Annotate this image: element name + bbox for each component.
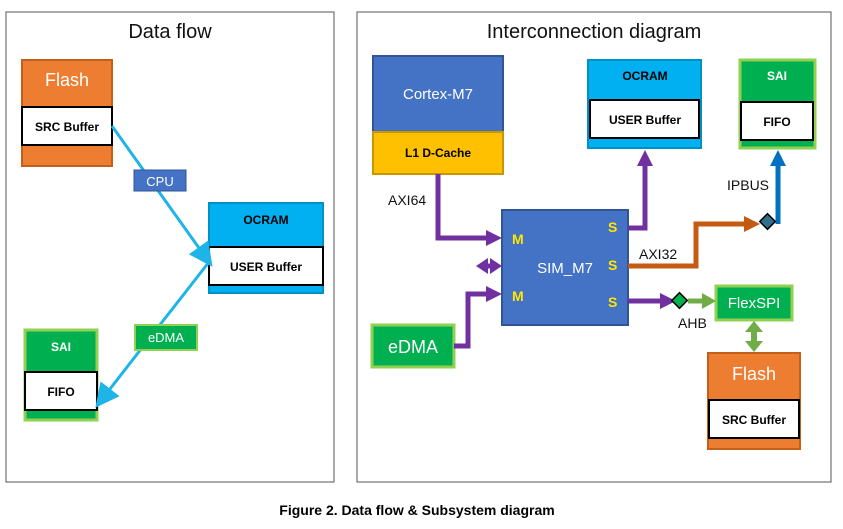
df-cpu-label: CPU bbox=[146, 174, 173, 189]
ic-edma-label: eDMA bbox=[388, 337, 438, 357]
edma-sim-arrow bbox=[454, 286, 502, 349]
ahb-flexspi-arrow bbox=[688, 293, 716, 309]
l1-dcache-label: L1 D-Cache bbox=[405, 146, 471, 160]
interconnect-title: Interconnection diagram bbox=[487, 21, 702, 43]
sim-port-s2: S bbox=[608, 257, 617, 273]
ahb-label: AHB bbox=[678, 315, 707, 331]
ic-flash-block: Flash SRC Buffer bbox=[707, 352, 801, 450]
ic-sai-block: SAI FIFO bbox=[738, 58, 817, 150]
cortex-m7-block: Cortex-M7 bbox=[372, 55, 504, 133]
ic-ocram-buffer: USER Buffer bbox=[609, 113, 681, 127]
ipbus-bridge-icon bbox=[758, 212, 777, 231]
figure-caption: Figure 2. Data flow & Subsystem diagram bbox=[279, 502, 554, 518]
df-sai-buffer: FIFO bbox=[47, 385, 74, 399]
sim-ocram-arrow bbox=[628, 150, 653, 231]
sim-m7-label: SIM_M7 bbox=[537, 260, 593, 277]
ic-edma-block: eDMA bbox=[370, 323, 456, 369]
df-flash-block: Flash SRC Buffer bbox=[21, 59, 113, 167]
ic-flash-title: Flash bbox=[732, 364, 776, 384]
sim-m7-block: SIM_M7 M M S S S bbox=[501, 209, 629, 326]
sim-port-s1: S bbox=[608, 219, 617, 235]
cortex-m7-label: Cortex-M7 bbox=[403, 86, 473, 103]
df-flash-title: Flash bbox=[45, 70, 89, 90]
df-edma-label: eDMA bbox=[148, 330, 184, 345]
df-sai-title: SAI bbox=[51, 340, 71, 354]
axi32-arrow bbox=[628, 216, 760, 269]
flexspi-label: FlexSPI bbox=[728, 295, 781, 312]
ic-sai-buffer: FIFO bbox=[763, 115, 790, 129]
sim-port-m2: M bbox=[512, 288, 524, 304]
axi64-arrow bbox=[435, 174, 502, 246]
ic-sai-title: SAI bbox=[767, 69, 787, 83]
ic-flash-buffer: SRC Buffer bbox=[722, 413, 786, 427]
ipbus-label: IPBUS bbox=[727, 177, 769, 193]
axi32-label: AXI32 bbox=[639, 246, 677, 262]
axi64-label: AXI64 bbox=[388, 192, 426, 208]
flexspi-block: FlexSPI bbox=[714, 284, 794, 322]
df-cpu-tag: CPU bbox=[133, 169, 187, 192]
ic-ocram-block: OCRAM USER Buffer bbox=[587, 59, 702, 149]
sim-port-s3: S bbox=[608, 294, 617, 310]
df-edma-tag: eDMA bbox=[134, 324, 198, 351]
ahb-bridge-icon bbox=[670, 291, 689, 310]
data-flow-title: Data flow bbox=[128, 21, 212, 43]
sim-port-m1: M bbox=[512, 231, 524, 247]
df-ocram-title: OCRAM bbox=[243, 213, 288, 227]
ipbus-arrow bbox=[770, 150, 786, 224]
df-cpu-arrow bbox=[110, 125, 213, 267]
df-sai-block: SAI FIFO bbox=[23, 328, 99, 422]
sim-bidir-arrow bbox=[476, 258, 502, 274]
df-ocram-buffer: USER Buffer bbox=[230, 260, 302, 274]
flexspi-flash-arrow bbox=[745, 321, 763, 352]
l1-dcache-block: L1 D-Cache bbox=[372, 131, 504, 175]
df-flash-buffer: SRC Buffer bbox=[35, 120, 99, 134]
ic-ocram-title: OCRAM bbox=[622, 69, 667, 83]
sim-ahb-arrow bbox=[628, 293, 676, 309]
df-ocram-block: OCRAM USER Buffer bbox=[208, 202, 324, 294]
